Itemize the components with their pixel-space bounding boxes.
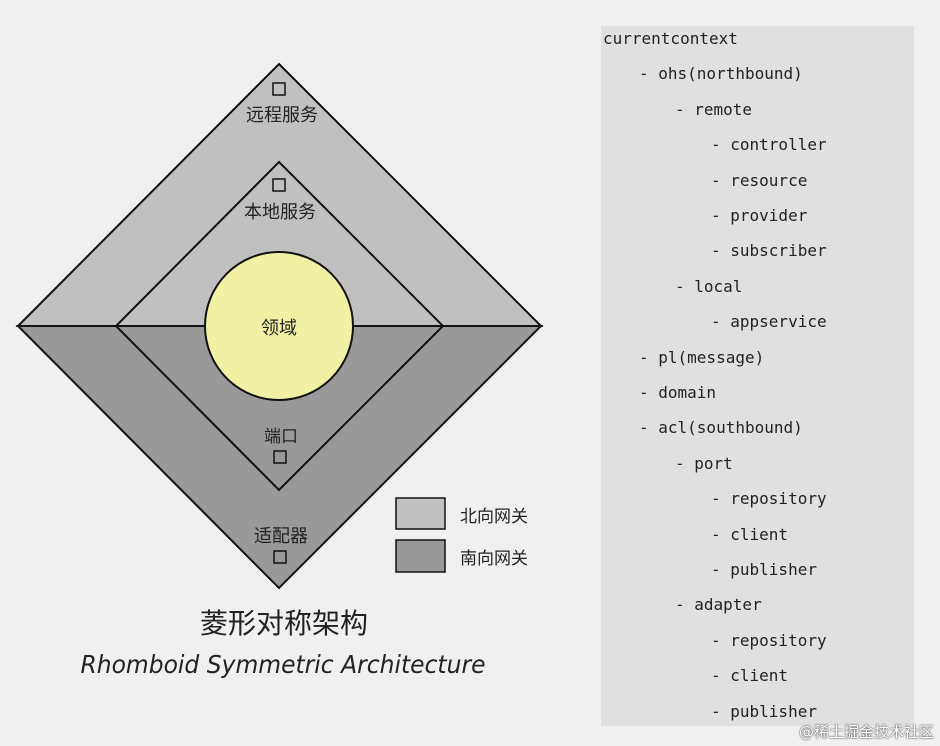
tree-item: - repository — [711, 630, 827, 650]
tree-item: - domain — [639, 383, 717, 402]
tree-item: - ohs(northbound) — [639, 64, 803, 84]
tree-item: - resource — [711, 170, 808, 190]
tree-item: currentcontext — [603, 29, 738, 48]
tree-item: - repository — [711, 489, 827, 509]
tree-item: - acl(southbound) — [639, 418, 803, 438]
legend-southbound-label: 南向网关 — [460, 549, 528, 569]
domain-label: 领域 — [261, 318, 297, 339]
tree-item: - adapter — [675, 595, 762, 615]
adapter-square — [273, 550, 287, 564]
diagram-title-en: Rhomboid Symmetric Architecture — [81, 650, 486, 679]
tree-item: - port — [675, 453, 733, 473]
domain-circle — [204, 251, 354, 401]
tree-item: - publisher — [711, 560, 817, 579]
tree-item: - publisher — [711, 701, 817, 721]
tree-item: - local — [675, 276, 743, 296]
port-label: 端口 — [264, 427, 298, 447]
tree-item: - provider — [711, 206, 808, 225]
local-service-port-square — [272, 178, 286, 192]
legend-northbound-label: 北向网关 — [460, 507, 528, 527]
local-service-label: 本地服务 — [244, 202, 316, 223]
rhomboid-diagram: 远程服务 本地服务 领域 端口 适配器 北向网关 南向网关 菱形对称架构 Rho… — [15, 62, 544, 679]
tree-item: - appservice — [711, 312, 827, 332]
tree-item: - controller — [711, 135, 827, 155]
legend-northbound-swatch — [395, 497, 446, 530]
watermark: @稀土掘金技术社区 — [798, 723, 934, 741]
tree-item: - subscriber — [711, 241, 827, 261]
remote-service-label: 远程服务 — [246, 105, 318, 126]
tree-item: - pl(message) — [639, 347, 765, 367]
port-square — [273, 450, 287, 464]
diagram-title-cn: 菱形对称架构 — [200, 607, 368, 640]
tree-item: - client — [711, 666, 789, 686]
legend-southbound-swatch — [395, 539, 446, 573]
tree-item: - client — [711, 524, 789, 544]
package-tree-panel: currentcontext - ohs(northbound) - remote -… — [601, 26, 914, 726]
adapter-label: 适配器 — [254, 526, 308, 547]
remote-service-port-square — [272, 82, 286, 96]
tree-item: - remote — [675, 99, 753, 119]
